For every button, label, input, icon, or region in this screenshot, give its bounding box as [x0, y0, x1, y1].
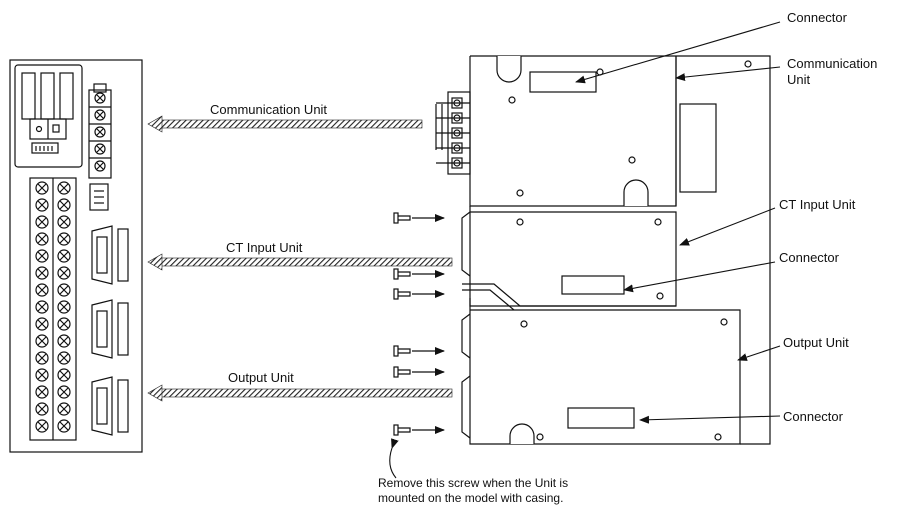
terminal-screw-icon [57, 402, 71, 416]
terminal-screw-icon [35, 232, 49, 246]
label-connector-mid: Connector [779, 250, 839, 265]
label-connector-top: Connector [787, 10, 847, 25]
terminal-screw-icon [35, 419, 49, 433]
label-left-ct-input-unit: CT Input Unit [226, 240, 303, 255]
terminal-screw-icon [57, 385, 71, 399]
note-line1: Remove this screw when the Unit is [378, 476, 569, 490]
label-ct-input-unit: CT Input Unit [779, 197, 856, 212]
screw-icon [393, 366, 445, 378]
terminal-screw-icon [35, 402, 49, 416]
screw-icon [393, 288, 445, 300]
label-connector-bottom: Connector [783, 409, 843, 424]
label-left-communication-unit: Communication Unit [210, 102, 328, 117]
terminal-pin-icon [436, 97, 470, 109]
terminal-screw-icon [57, 283, 71, 297]
terminal-screw-icon [57, 266, 71, 280]
terminal-screw-icon [35, 249, 49, 263]
output-unit-board [461, 298, 741, 445]
terminal-pin-icon [436, 142, 470, 154]
terminal-screw-icon [35, 351, 49, 365]
insertion-arrows [147, 115, 453, 402]
terminal-screw-icon [57, 419, 71, 433]
label-output-unit: Output Unit [783, 335, 849, 350]
screw-icon [393, 268, 445, 280]
terminal-screw-icon [57, 215, 71, 229]
terminal-screw-icon [35, 181, 49, 195]
exploded-view [393, 55, 771, 445]
terminal-screw-icon [57, 368, 71, 382]
terminal-screw-icon [35, 385, 49, 399]
screw-icon [393, 212, 445, 224]
terminal-screw-icon [57, 351, 71, 365]
arrow-ct-input-unit [147, 253, 453, 271]
terminal-screw-icon [35, 198, 49, 212]
terminal-screw-icon [57, 249, 71, 263]
terminal-pin-icon [436, 127, 470, 139]
terminal-pin-icon [436, 112, 470, 124]
leader-lines [389, 21, 781, 479]
terminal-screw-icon [35, 215, 49, 229]
terminal-screw-icon [57, 181, 71, 195]
terminal-screw-icon [35, 300, 49, 314]
arrow-output-unit [147, 384, 453, 402]
label-communication-unit-line1: Communication [787, 56, 878, 71]
terminal-screw-icon [57, 300, 71, 314]
terminal-screw-icon [57, 317, 71, 331]
terminal-screw-icon [35, 317, 49, 331]
arrow-communication-unit [147, 115, 423, 133]
terminal-screw-icon [35, 283, 49, 297]
terminal-screw-icon [57, 232, 71, 246]
ct-input-unit-board [461, 206, 677, 311]
screw-icon [393, 424, 445, 436]
terminal-screw-icon [35, 368, 49, 382]
terminal-screw-icon [57, 198, 71, 212]
note-line2: mounted on the model with casing. [378, 491, 564, 505]
terminal-screw-icon [35, 266, 49, 280]
assembled-controller [9, 59, 143, 453]
terminal-screw-icon [57, 334, 71, 348]
communication-unit-board [435, 56, 752, 207]
label-communication-unit-line2: Unit [787, 72, 811, 87]
label-left-output-unit: Output Unit [228, 370, 294, 385]
screw-icon [393, 345, 445, 357]
terminal-pin-icon [436, 157, 470, 169]
mounting-screws [393, 212, 445, 436]
terminal-screw-icon [35, 334, 49, 348]
